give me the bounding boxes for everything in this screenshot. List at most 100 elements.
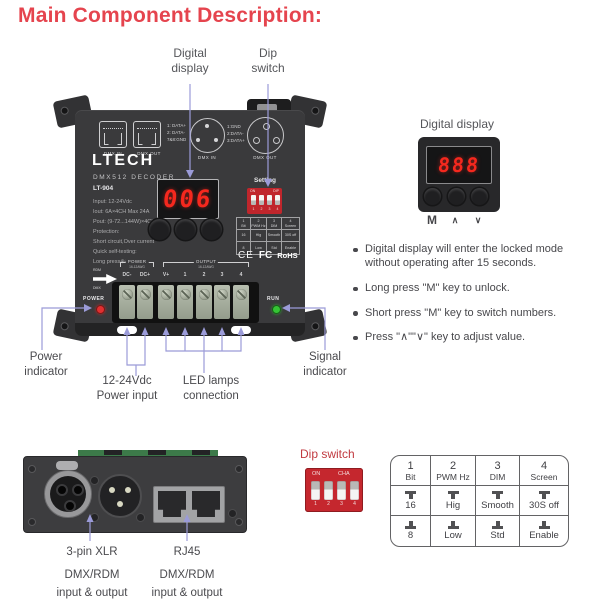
mount-slot — [117, 326, 137, 334]
dip-lever — [251, 195, 256, 205]
xlr-pin — [117, 501, 123, 507]
xlr-latch — [56, 461, 78, 470]
setting-label: Setting — [253, 177, 277, 184]
dmx-label: DMX — [93, 286, 101, 290]
rj45-dual-jack — [153, 486, 225, 523]
table-cell: 30S off — [520, 486, 568, 516]
down-button — [201, 219, 222, 240]
switch-up-icon — [538, 490, 550, 499]
display-notes-list: Digital display will enter the locked mo… — [352, 243, 598, 356]
callout-digital-display: Digital display — [150, 46, 230, 76]
device-top-knob — [247, 99, 291, 112]
rear-xlr-label: 3-pin XLR DMX/RDM input & output — [56, 546, 128, 599]
xlr-hole — [56, 484, 68, 496]
key-up-label: ∧ — [451, 215, 459, 225]
flange-hole — [235, 465, 243, 473]
rj45-pinout: 1: DATA+ 2: DATA- 7&8:GND — [167, 123, 187, 142]
run-led-label: RUN — [267, 296, 280, 302]
callout-digital-display-line2: display — [171, 61, 209, 75]
page-title: Main Component Description: — [18, 4, 323, 27]
xlr-in-label: DMX IN — [197, 155, 217, 160]
table-cell: Smooth — [476, 486, 520, 516]
terminal-label: DC- — [122, 272, 132, 278]
m-button — [149, 219, 170, 240]
callout-power-input: 12-24Vdc Power input — [96, 375, 158, 402]
table-cell: Std — [476, 516, 520, 546]
decoder-front-view: DMX IN DMX OUT 1: DATA+ 2: DATA- 7&8:GND… — [75, 110, 305, 336]
ce-mark: CE — [238, 250, 254, 261]
callout-led-lamps: LED lamps connection — [182, 375, 240, 402]
table-cell: Hig — [431, 486, 476, 516]
dip-lever — [337, 481, 346, 500]
note-item: Long press "M" key to unlock. — [352, 282, 598, 296]
terminal-label: 3 — [220, 272, 224, 278]
note-item: Press "∧""∨" key to adjust value. — [352, 331, 598, 345]
display-section-heading: Digital display — [419, 117, 495, 131]
table-cell: 16 — [391, 486, 431, 516]
up-button — [448, 188, 465, 205]
xlr-out-label: DMX OUT — [253, 155, 277, 160]
key-m-label: M — [427, 213, 437, 227]
table-cell: 8 — [391, 516, 431, 546]
terminal-label: 2 — [202, 272, 206, 278]
spec-list: Input: 12-24Vdc Iout: 6A×4CH Max 24A Pou… — [93, 199, 156, 265]
front-dip-switch: ON DIP 1 2 3 4 — [247, 188, 282, 214]
terminal-label: 1 — [183, 272, 187, 278]
note-item: Short press "M" key to switch numbers. — [352, 307, 598, 321]
rdm-dmx-arrow-icon — [93, 273, 117, 285]
callout-dip-switch: Dip switch — [233, 46, 303, 76]
terminal-label: 4 — [239, 272, 243, 278]
panel-screw — [90, 476, 99, 485]
table-cell: Low — [431, 516, 476, 546]
xlr-male-connector — [98, 474, 142, 518]
callout-dip-switch-line2: switch — [251, 61, 285, 75]
flange-hole — [28, 518, 36, 526]
xlr-male-icon — [190, 118, 225, 153]
rohs-mark: RoHS — [277, 251, 298, 260]
pcb-notch — [104, 450, 122, 455]
xlr-female-icon — [247, 117, 284, 154]
dip-on-label: ON — [312, 471, 321, 477]
switch-up-icon — [492, 490, 503, 499]
product-name: DMX512 DECODER — [93, 174, 175, 181]
dip-lever — [259, 195, 264, 205]
switch-down-icon — [538, 521, 550, 529]
dip-lever — [350, 481, 359, 500]
pcb-notch — [148, 450, 166, 455]
callout-dip-switch-line1: Dip — [258, 46, 277, 60]
rj45-port-icon — [99, 121, 127, 148]
callout-power-indicator: Power indicator — [24, 351, 68, 378]
device-bottom-strip — [75, 323, 305, 336]
xlr-pinout: 1:GND 2:DATA- 3:DATA+ — [227, 124, 245, 143]
xlr-pin — [109, 487, 115, 493]
up-button — [175, 219, 196, 240]
run-led — [272, 305, 281, 314]
panel-screw — [228, 509, 237, 518]
terminal-block — [112, 282, 259, 323]
table-cell: Enable — [520, 516, 568, 546]
dip-switch-detail: ON CHA 1 2 3 4 — [305, 468, 363, 512]
flange-hole — [235, 518, 243, 526]
terminal-label: V+ — [162, 272, 170, 278]
power-led-label: POWER — [83, 296, 105, 302]
rj45-in-label: DMX IN — [103, 151, 123, 156]
terminal-ch2 — [196, 285, 212, 319]
xlr-female-connector — [44, 470, 92, 518]
display-frame: 888 — [426, 146, 492, 184]
ear-hole — [310, 105, 321, 116]
terminal-ch3 — [214, 285, 230, 319]
note-item: Digital display will enter the locked mo… — [352, 243, 598, 270]
ear-hole — [310, 321, 321, 332]
dip-lever — [267, 195, 272, 205]
display-digits: 006 — [161, 185, 215, 213]
rdm-label: RDM — [93, 268, 101, 272]
dip-lever — [311, 481, 320, 500]
rj45-jack — [158, 491, 186, 517]
